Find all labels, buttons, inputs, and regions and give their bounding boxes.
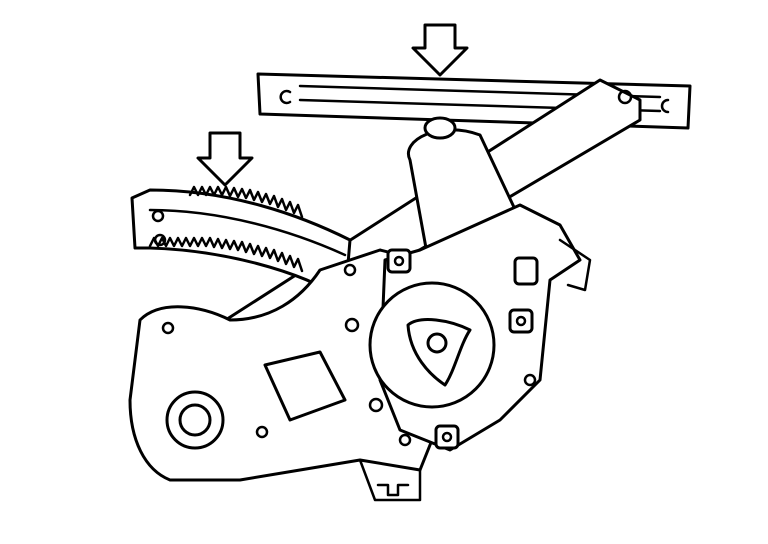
down-arrow-icon [196, 131, 254, 187]
down-arrow-icon [411, 23, 469, 77]
base-plate [128, 248, 442, 502]
motor [344, 116, 592, 452]
